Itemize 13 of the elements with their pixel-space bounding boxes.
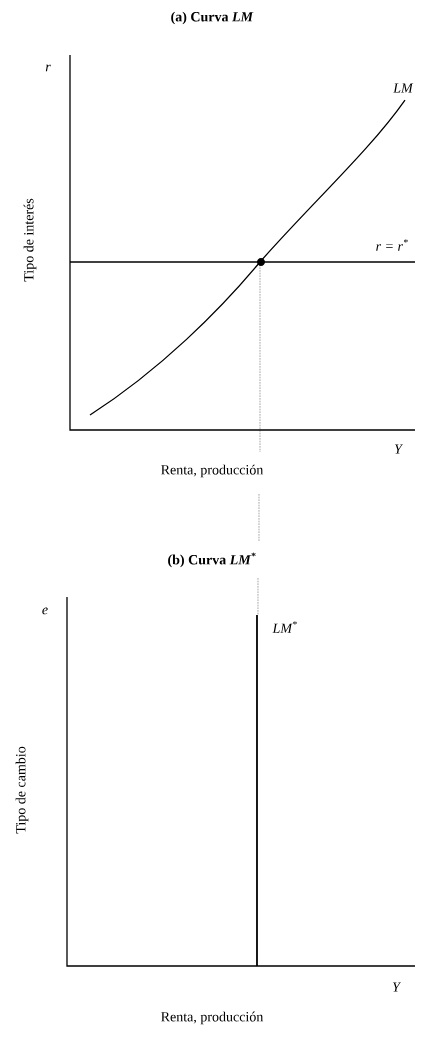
axis-label: Y	[392, 982, 402, 992]
axis-title: Renta, producción	[161, 464, 264, 478]
axis-title: Renta, producción	[161, 1011, 264, 1025]
curve-label: LM	[393, 83, 414, 93]
panel-title: (a) Curva LM	[171, 11, 254, 25]
axis-label: r	[45, 64, 51, 72]
line-label: r = r$^{*}$	[376, 239, 408, 251]
axis-title: Tipo de interés	[23, 198, 37, 282]
curve-label: LM$^{*}$	[272, 621, 297, 633]
axis-title: Tipo de cambio	[15, 746, 29, 834]
axis-label: Y	[394, 444, 404, 454]
panel-title: (b) Curva LM$^{*}$	[168, 552, 256, 568]
axis-label: e	[42, 607, 48, 615]
